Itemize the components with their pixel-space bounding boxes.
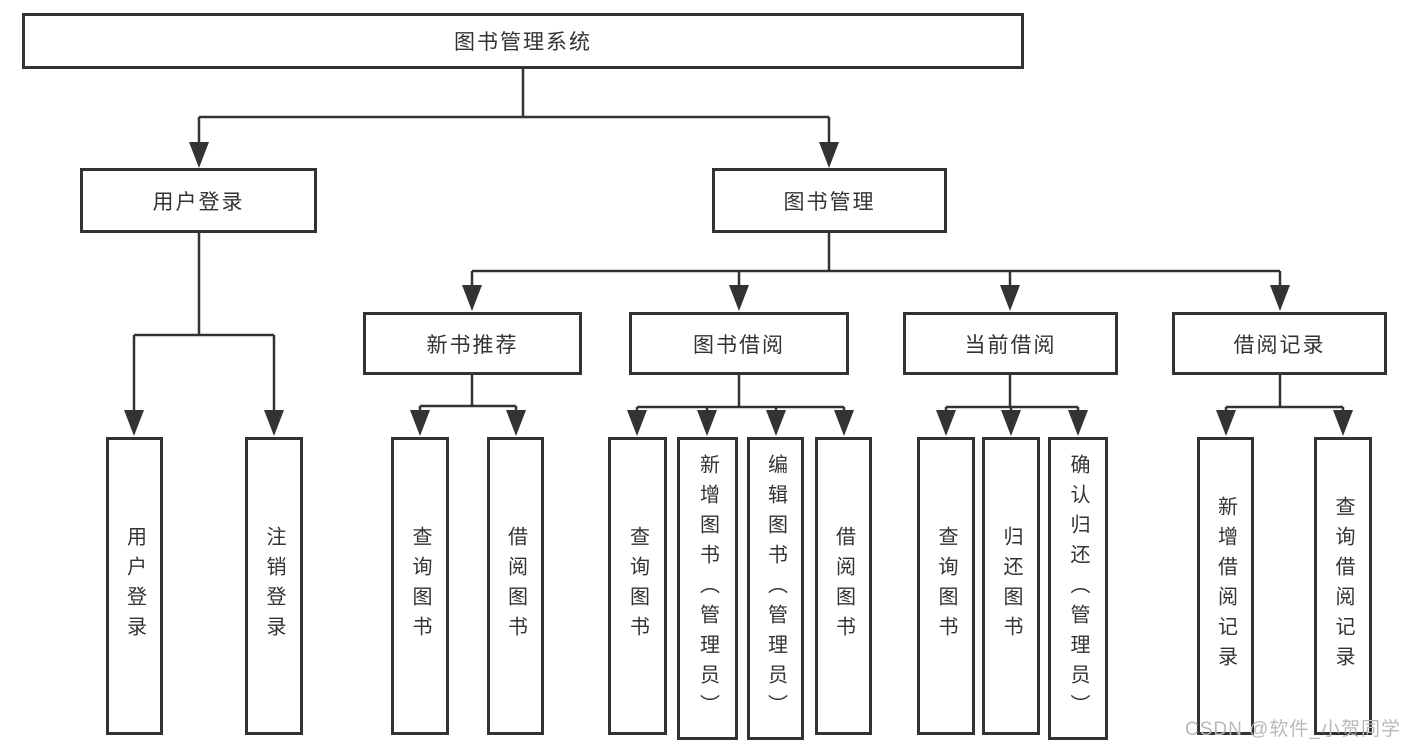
leaf-query-books-recommend: 查询图书 (391, 437, 449, 735)
leaf-add-books-admin: 新增图书（管理员） (677, 437, 738, 740)
arrowheads (124, 142, 1353, 436)
leaf-user-login: 用户登录 (106, 437, 163, 735)
node-new-book-recommend: 新书推荐 (363, 312, 582, 375)
leaf-return-books: 归还图书 (982, 437, 1040, 735)
leaf-query-borrow-record: 查询借阅记录 (1314, 437, 1372, 735)
leaf-add-borrow-record: 新增借阅记录 (1197, 437, 1254, 735)
leaf-query-books-borrow: 查询图书 (608, 437, 667, 735)
node-root: 图书管理系统 (22, 13, 1024, 69)
watermark: CSDN @软件_小贺同学 (1185, 719, 1401, 740)
leaf-edit-books-admin: 编辑图书（管理员） (747, 437, 804, 740)
node-book-borrow: 图书借阅 (629, 312, 849, 375)
leaf-logout: 注销登录 (245, 437, 303, 735)
node-user-login: 用户登录 (80, 168, 317, 233)
node-current-borrow: 当前借阅 (903, 312, 1118, 375)
leaf-confirm-return-admin: 确认归还（管理员） (1048, 437, 1108, 740)
leaf-borrow-books-recommend: 借阅图书 (487, 437, 544, 735)
leaf-query-books-current: 查询图书 (917, 437, 975, 735)
node-borrow-records: 借阅记录 (1172, 312, 1387, 375)
leaf-borrow-books: 借阅图书 (815, 437, 872, 735)
node-book-management: 图书管理 (712, 168, 947, 233)
